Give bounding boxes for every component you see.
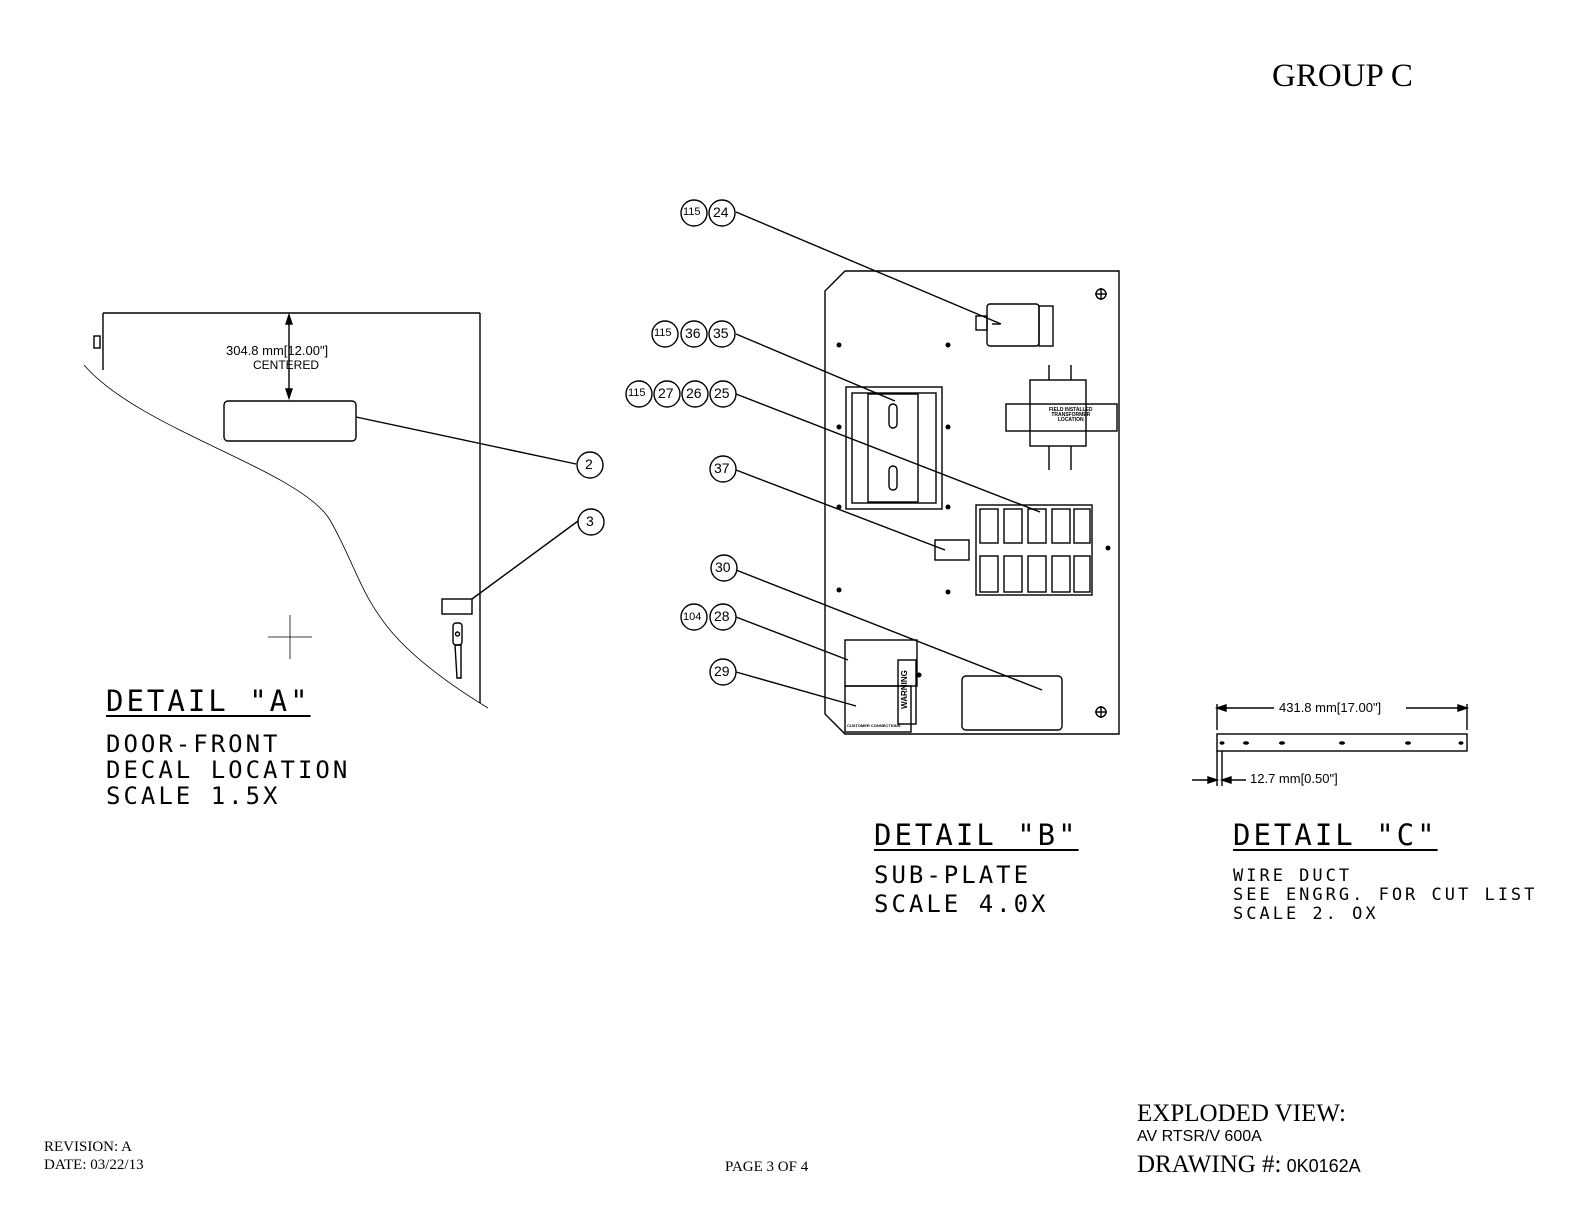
callout-3: 3: [586, 513, 594, 529]
callout-28: 28: [714, 608, 730, 624]
callout-26: 26: [686, 385, 702, 401]
detail-a-title: DETAIL "A": [106, 684, 311, 718]
transformer-label-line: FIELD INSTALLED: [1049, 407, 1093, 413]
callout-25: 25: [714, 385, 730, 401]
door-handle-icon: [452, 622, 463, 679]
group-title: GROUP C: [1272, 58, 1413, 94]
detail-c-wire-duct: [1192, 704, 1470, 786]
callout-36: 36: [685, 325, 701, 341]
customer-connections-label: CUSTOMER CONNECTIONS: [847, 723, 901, 728]
callout-24: 24: [713, 204, 729, 220]
drawing-number-line: DRAWING #: 0K0162A: [1137, 1151, 1361, 1179]
detail-a-dimension-note: CENTERED: [253, 358, 320, 372]
drawing-number: 0K0162A: [1286, 1156, 1361, 1176]
detail-c-offset-dimension: 12.7 mm[0.50"]: [1250, 771, 1338, 786]
page-number: PAGE 3 OF 4: [725, 1159, 809, 1175]
callout-29: 29: [714, 663, 730, 679]
detail-c-title: DETAIL "C": [1233, 818, 1438, 852]
callout-37: 37: [714, 460, 730, 476]
transformer-label-line: LOCATION: [1057, 417, 1084, 423]
date-text: DATE: 03/22/13: [44, 1157, 144, 1173]
callout-115: 115: [654, 327, 672, 339]
callout-115: 115: [628, 387, 646, 399]
warning-label: WARNING: [899, 670, 909, 709]
detail-b-title: DETAIL "B": [874, 818, 1079, 852]
callout-2: 2: [585, 456, 593, 472]
revision-text: REVISION: A: [44, 1139, 132, 1155]
detail-a-line-1: DOOR-FRONT: [106, 730, 281, 758]
transformer-label: FIELD INSTALLED TRANSFORMER LOCATION: [1049, 408, 1093, 423]
model-text: AV RTSR/V 600A: [1137, 1128, 1262, 1145]
callout-115: 115: [683, 206, 701, 218]
detail-a-dimension: 304.8 mm[12.00"]: [226, 343, 329, 358]
detail-a-door-drawing: [83, 312, 605, 709]
view-title: EXPLODED VIEW:: [1137, 1100, 1346, 1127]
callout-27: 27: [658, 385, 674, 401]
detail-b-line-1: SUB-PLATE: [874, 861, 1032, 889]
detail-c-length-dimension: 431.8 mm[17.00"]: [1279, 700, 1382, 715]
detail-c-line-2: SEE ENGRG. FOR CUT LIST: [1233, 885, 1538, 905]
detail-a-line-2: DECAL LOCATION: [106, 756, 351, 784]
detail-c-line-3: SCALE 2. OX: [1233, 904, 1379, 924]
drawing-label: DRAWING #:: [1137, 1151, 1282, 1178]
transformer-label-line: TRANSFORMER: [1051, 412, 1091, 418]
detail-b-subplate: [625, 199, 1120, 735]
detail-b-line-2: SCALE 4.0X: [874, 890, 1049, 918]
detail-c-line-1: WIRE DUCT: [1233, 866, 1353, 886]
callout-104: 104: [683, 611, 702, 623]
detail-a-line-3: SCALE 1.5X: [106, 782, 281, 810]
callout-35: 35: [713, 325, 729, 341]
callout-30: 30: [715, 559, 731, 575]
